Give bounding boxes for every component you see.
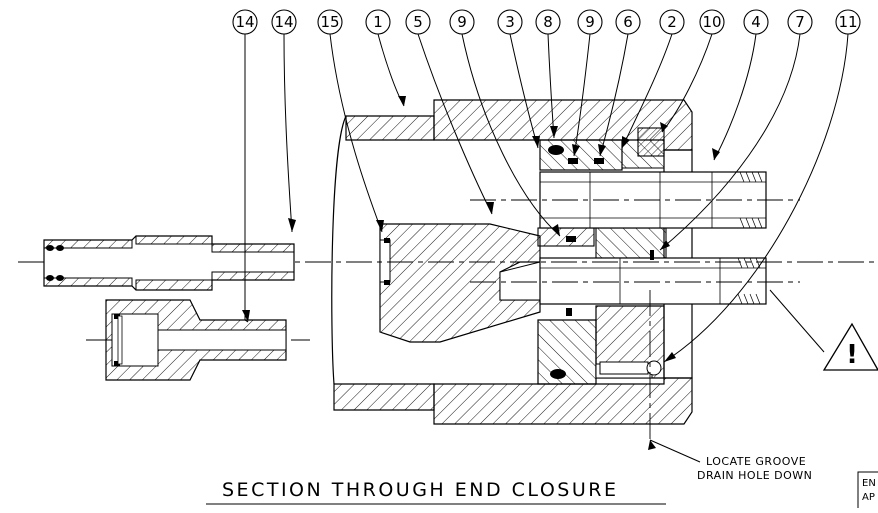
balloon-3: 3 [497,9,523,35]
part-5-plug [379,223,541,343]
svg-text:!: ! [846,340,858,370]
balloon-15: 15 [317,9,343,35]
drain-note: LOCATE GROOVE DRAIN HOLE DOWN [697,455,812,482]
balloon-6: 6 [615,9,641,35]
balloon-14a: 14 [232,9,258,35]
warning-triangle-icon: ! [822,322,878,371]
balloon-9a: 9 [449,9,475,35]
svg-text:5: 5 [413,13,423,31]
svg-text:14: 14 [274,13,293,31]
part-14-fitting-lower [105,299,287,381]
svg-text:EN: EN [862,478,876,489]
part-10-cap-screw [637,127,665,157]
note-line-2: DRAIN HOLE DOWN [697,469,812,482]
svg-text:AP: AP [862,492,875,503]
svg-text:6: 6 [623,13,633,31]
balloon-10: 10 [699,9,725,35]
note-line-1: LOCATE GROOVE [706,455,806,468]
title-text: SECTION THROUGH END CLOSURE [222,479,618,501]
balloons: 14 14 15 1 5 9 3 8 9 6 2 10 4 7 11 [232,9,861,35]
part-14-fitting-upper [43,235,295,291]
svg-text:9: 9 [457,13,467,31]
part-1-body [331,115,435,411]
arrowheads [242,96,720,450]
leader-lines [244,33,849,463]
svg-text:3: 3 [505,13,515,31]
thread-marks-upper [739,171,763,229]
balloon-14b: 14 [271,9,297,35]
o-rings [384,145,654,379]
svg-text:7: 7 [795,13,805,31]
thread-marks-lower [737,257,761,305]
title-block-fragment: EN AP [857,471,878,513]
svg-text:14: 14 [235,13,254,31]
balloon-5: 5 [405,9,431,35]
svg-text:11: 11 [838,13,857,31]
balloon-4: 4 [743,9,769,35]
svg-text:2: 2 [667,13,677,31]
balloon-8: 8 [535,9,561,35]
section-title: SECTION THROUGH END CLOSURE [206,479,666,505]
part-6-lower-stud [539,257,767,305]
svg-text:8: 8 [543,13,553,31]
balloon-1: 1 [365,9,391,35]
svg-text:15: 15 [320,13,339,31]
balloon-7: 7 [787,9,813,35]
svg-text:4: 4 [751,13,761,31]
part-11-screw [599,360,662,376]
balloon-11: 11 [835,9,861,35]
svg-text:1: 1 [373,13,383,31]
svg-text:9: 9 [585,13,595,31]
balloon-9b: 9 [577,9,603,35]
svg-text:10: 10 [702,13,721,31]
lower-retainer [537,305,665,385]
balloon-2: 2 [659,9,685,35]
